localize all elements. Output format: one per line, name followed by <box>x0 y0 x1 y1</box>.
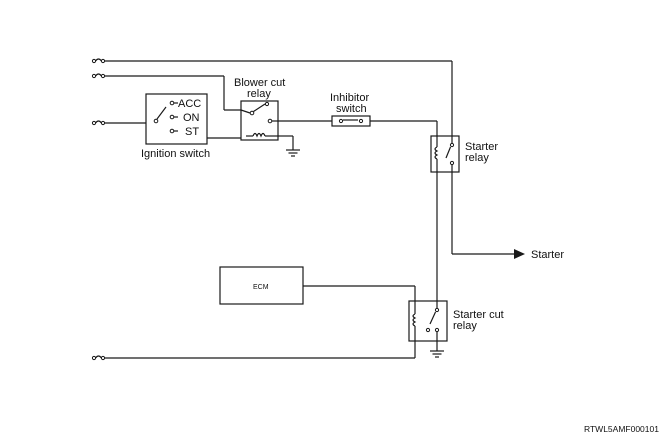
blower-cut-relay-label-2: relay <box>247 88 271 100</box>
blower-cut-relay-label-1: Blower cut <box>234 77 285 89</box>
ecm-label: ECM <box>253 284 269 291</box>
ignition-switch-label: Ignition switch <box>141 148 210 160</box>
inhibitor-switch-label-2: switch <box>336 103 367 115</box>
arrow-right-icon <box>514 249 525 259</box>
blower-cut-relay <box>240 100 279 141</box>
ignition-switch: ACC ON ST <box>145 93 260 145</box>
power-feed-4 <box>91 341 416 361</box>
starter-label: Starter <box>531 249 564 261</box>
power-feed-2 <box>91 73 241 111</box>
power-feed-1 <box>91 58 453 136</box>
figure-id: RTWL5AMF000101 <box>584 424 659 434</box>
acc-label: ACC <box>178 98 201 110</box>
starter-cut-relay-label-1: Starter cut <box>453 309 504 321</box>
inhibitor-switch-label-1: Inhibitor <box>330 92 369 104</box>
starter-output <box>451 172 525 259</box>
inhibitor-switch <box>331 115 371 127</box>
ecm: ECM <box>219 266 304 305</box>
ground-symbol-blower <box>278 135 300 157</box>
starter-relay-label-1: Starter <box>465 141 498 153</box>
starter-relay-label-2: relay <box>465 152 489 164</box>
starter-relay <box>430 135 460 173</box>
on-label: ON <box>183 112 200 124</box>
st-label: ST <box>185 126 199 138</box>
power-feed-3 <box>91 120 146 126</box>
ground-symbol-starter-cut <box>430 341 444 358</box>
starter-cut-relay <box>408 300 448 342</box>
starter-cut-relay-label-2: relay <box>453 320 477 332</box>
